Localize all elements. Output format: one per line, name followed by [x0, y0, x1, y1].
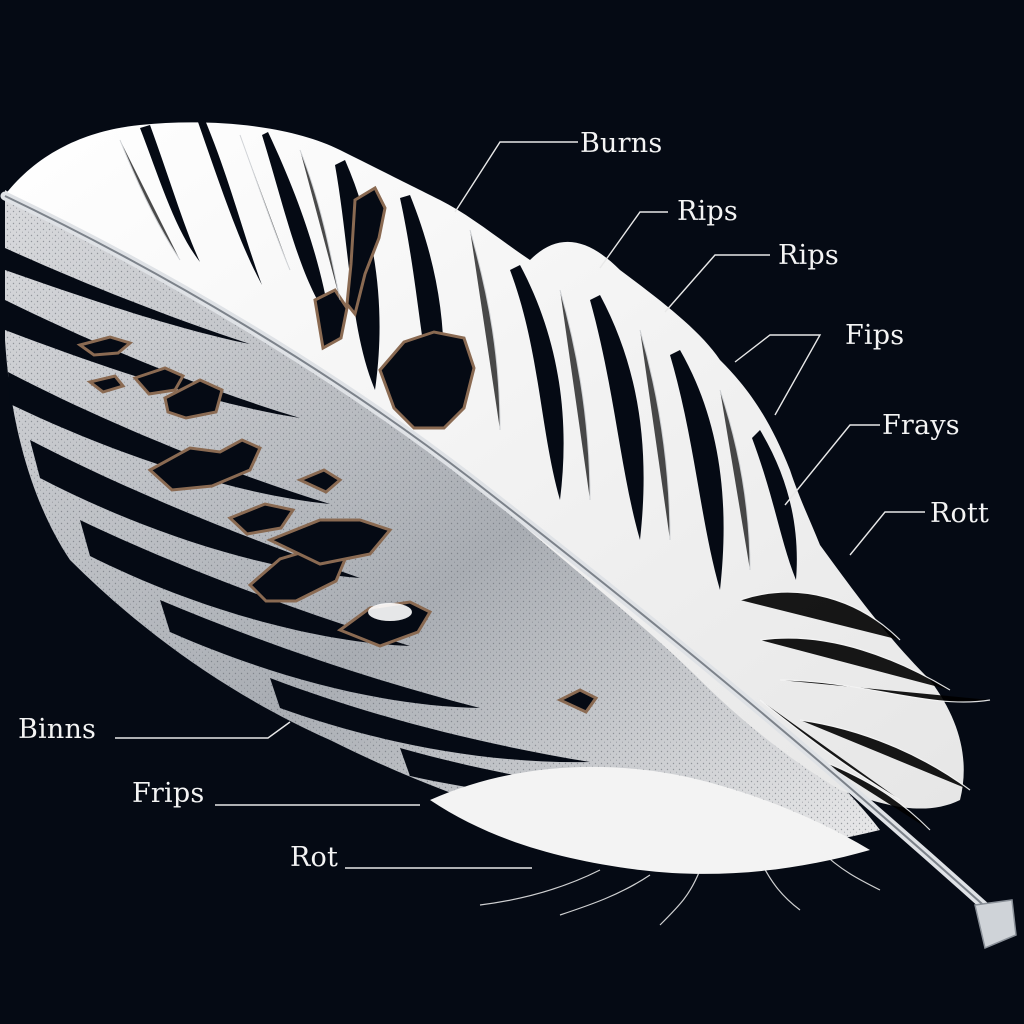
- label-fips: Fips: [845, 320, 904, 351]
- downy-fluff: [430, 766, 881, 926]
- leader-burns-top: [454, 141, 578, 213]
- feather-shaft: [0, 191, 1017, 950]
- label-rot: Rot: [290, 842, 338, 873]
- label-rott: Rott: [930, 498, 989, 529]
- leader-binns: [115, 721, 291, 739]
- label-burns-top: Burns: [580, 128, 662, 159]
- label-rips-2: Rips: [778, 240, 839, 271]
- leader-rott: [849, 511, 925, 556]
- label-binns: Binns: [18, 714, 96, 745]
- leader-lines: [115, 141, 925, 869]
- leader-fips: [734, 334, 822, 416]
- leader-frays: [784, 424, 880, 506]
- right-vane: [5, 120, 991, 831]
- annotation-labels: Burns Rips Rips Fips Frays Rott Binns Fr…: [18, 128, 989, 873]
- label-rips-1: Rips: [677, 196, 738, 227]
- leader-rips-1: [599, 211, 668, 269]
- label-frays: Frays: [882, 410, 960, 441]
- label-frips: Frips: [132, 778, 204, 809]
- leader-rips-2: [664, 254, 770, 313]
- left-vane: [5, 190, 880, 851]
